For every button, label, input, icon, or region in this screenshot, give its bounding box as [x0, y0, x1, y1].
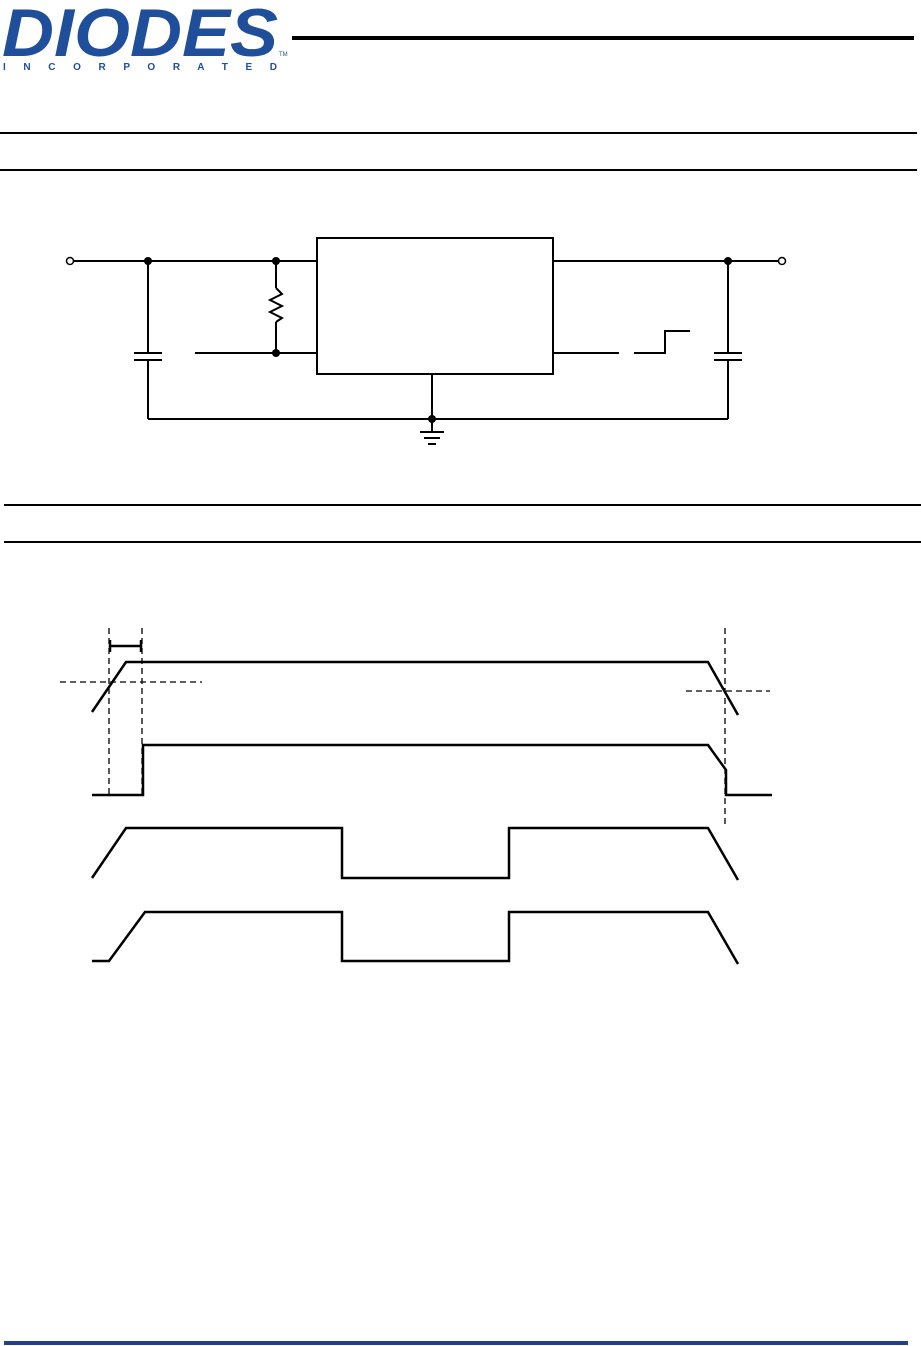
junction-dot: [272, 349, 280, 357]
step-symbol: [634, 330, 690, 354]
logo-graphic: DIODES I N C O R P O R A T E D TM: [2, 0, 288, 72]
brand-wordmark: DIODES: [2, 0, 278, 71]
header: DIODES I N C O R P O R A T E D TM: [0, 0, 921, 80]
header-rule: [292, 36, 914, 40]
trademark-mark: TM: [279, 52, 288, 58]
waveform-1: [90, 660, 740, 716]
timing-waveforms: [60, 628, 772, 965]
circuit-schematic: [65, 237, 787, 445]
section-divider-bottom: [0, 169, 917, 171]
output-terminal: [777, 256, 787, 266]
section-divider-bottom-2: [4, 541, 921, 543]
brand-subtitle: I N C O R P O R A T E D: [3, 62, 277, 72]
section-divider-top-2: [4, 504, 921, 506]
resistor-zigzag: [267, 287, 285, 323]
timing-diagram: [0, 600, 921, 1000]
footer-rule: [4, 1341, 908, 1345]
junction-dot: [144, 257, 152, 265]
input-terminal: [65, 256, 75, 266]
junction-dot: [428, 415, 436, 423]
company-logo: DIODES I N C O R P O R A T E D TM: [0, 0, 290, 72]
section-divider-top: [0, 132, 917, 134]
waveform-2: [92, 743, 772, 797]
waveform-4: [92, 910, 740, 965]
application-circuit: [0, 180, 921, 470]
junction-dot: [724, 257, 732, 265]
waveform-3: [90, 826, 740, 881]
ic-block: [316, 237, 554, 375]
junction-dot: [272, 257, 280, 265]
